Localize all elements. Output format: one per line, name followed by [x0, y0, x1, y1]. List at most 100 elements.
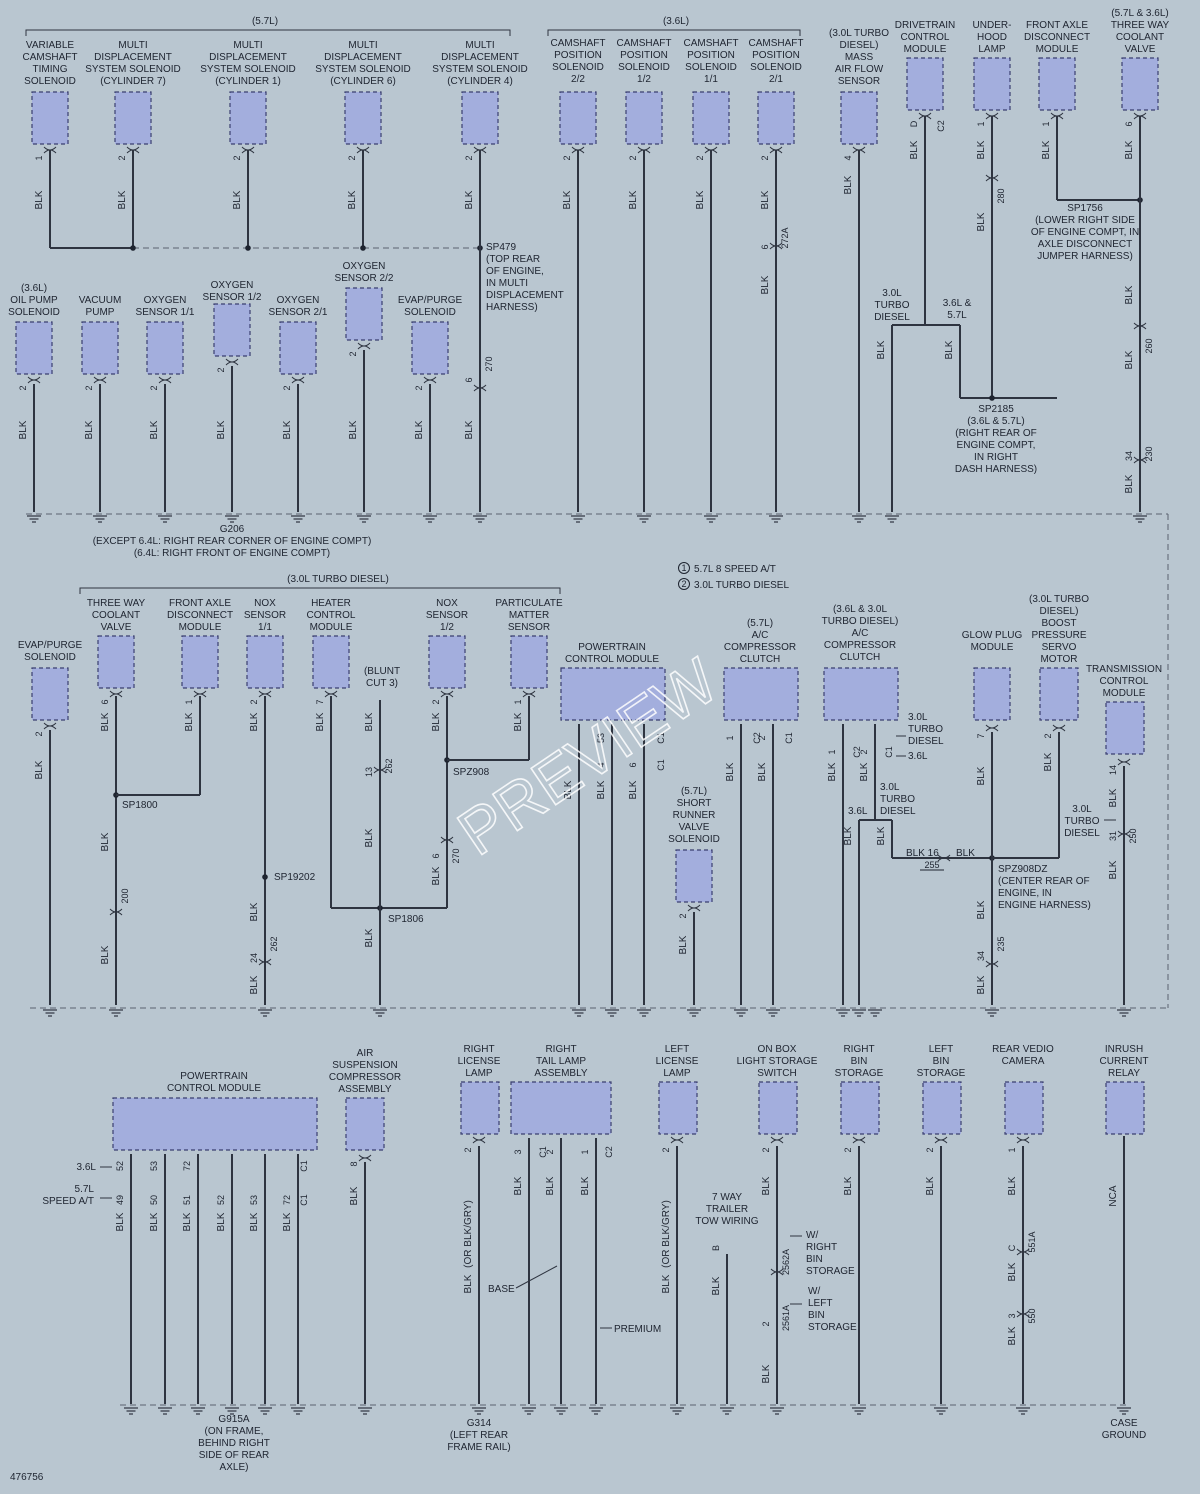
- component-box: [345, 287, 383, 341]
- component-label: ON BOX: [758, 1044, 797, 1055]
- note-label: PREMIUM: [614, 1324, 661, 1335]
- wire-color-label: BLK: [695, 190, 706, 209]
- component-box: [1038, 57, 1076, 111]
- component-box: [559, 91, 597, 145]
- component-label: CONTROL MODULE: [565, 654, 659, 665]
- component-label: SYSTEM SOLENOID: [200, 64, 296, 75]
- connector-icon: [770, 1271, 784, 1276]
- pin-label: 2: [282, 385, 292, 390]
- wire-color-label: BLK: [580, 1176, 591, 1195]
- pin-label: 2: [760, 155, 770, 160]
- connector-icon: [770, 1139, 784, 1144]
- component-box: [344, 91, 382, 145]
- variant-label: TURBO: [1065, 816, 1100, 827]
- component-box: [312, 635, 350, 689]
- component-box: [461, 91, 499, 145]
- component-box: [1039, 667, 1079, 721]
- component-box: [279, 321, 317, 375]
- component-label: MULTI: [465, 40, 494, 51]
- wire-color-label: BLK: [216, 1212, 227, 1231]
- pin-label: 50: [149, 1195, 159, 1205]
- pin-label: 1: [827, 749, 837, 754]
- legend-marker: [678, 578, 690, 590]
- wire-color-label: BLK: [725, 762, 736, 781]
- component-label: FRONT AXLE: [169, 598, 231, 609]
- wire-color-label: BLK: [563, 780, 574, 799]
- pin-label: C1: [656, 732, 666, 744]
- pin-label: 7: [976, 733, 986, 738]
- component-label: SOLENOID: [668, 834, 720, 845]
- splice-label: SP1756: [1067, 203, 1103, 214]
- wire-color-label: BLK: [249, 975, 260, 994]
- component-label: OXYGEN: [144, 295, 187, 306]
- component-label: DRIVETRAIN: [895, 20, 956, 31]
- wire-color-label: BLK: [513, 1176, 524, 1195]
- component-box: [823, 667, 899, 721]
- wire-color-label: BLK: [1007, 1262, 1018, 1281]
- component-label: UNDER-: [973, 20, 1012, 31]
- wire-color-label: BLK: [182, 1212, 193, 1231]
- wire-color-label: BLK: [1108, 860, 1119, 879]
- component-label: (CYLINDER 7): [100, 76, 166, 87]
- connector-icon: [1117, 833, 1131, 838]
- connector-icon: [27, 379, 41, 384]
- component-label: DIESEL): [840, 40, 879, 51]
- component-label: SOLENOID: [24, 652, 76, 663]
- splice-dot: [130, 245, 136, 251]
- wire-color-label: BLK: [232, 190, 243, 209]
- connector-number: 262: [384, 758, 394, 773]
- wire-color-label: BLK: [100, 712, 111, 731]
- connector-number: 551A: [1027, 1231, 1037, 1252]
- wire-color-label: BLK: [876, 826, 887, 845]
- pin-label: 2: [232, 155, 242, 160]
- note-label: CUT 3): [366, 678, 398, 689]
- connector-icon: [357, 345, 371, 350]
- component-label: BIN: [851, 1056, 868, 1067]
- pin-label: B: [711, 1245, 721, 1251]
- component-label: SHORT: [677, 798, 712, 809]
- splice-label: SPZ908DZ: [998, 864, 1047, 875]
- component-label: SENSOR 1/1: [136, 307, 195, 318]
- ground-label: SIDE OF REAR: [199, 1450, 270, 1461]
- note-label: W/: [808, 1286, 820, 1297]
- pin-label: 34: [976, 951, 986, 961]
- connector-number: 2562A: [781, 1249, 791, 1275]
- component-box: [114, 91, 152, 145]
- connector-icon: [473, 387, 487, 392]
- pin-label: C1: [299, 1194, 309, 1206]
- component-box: [1105, 1081, 1145, 1135]
- splice-label: SP1806: [388, 914, 424, 925]
- connector-icon: [225, 361, 239, 366]
- pin-label: C1: [884, 746, 894, 758]
- variant-label: DIESEL: [908, 736, 944, 747]
- component-label: SUSPENSION: [332, 1060, 398, 1071]
- component-label: FRONT AXLE: [1026, 20, 1088, 31]
- component-box: [181, 635, 219, 689]
- wire-color-label: BLK: [149, 420, 160, 439]
- pcm-box: [112, 1097, 318, 1151]
- splice-dot: [262, 874, 268, 880]
- component-label: SOLENOID: [552, 62, 604, 73]
- component-label: SOLENOID: [404, 307, 456, 318]
- wire-color-label: BLK: [464, 190, 475, 209]
- wire-color-label: BLK: [1124, 350, 1135, 369]
- pin-label: C: [1007, 1244, 1017, 1251]
- wire-color-label: BLK: [976, 975, 987, 994]
- component-label: A/C: [752, 630, 769, 641]
- component-box: [658, 1081, 698, 1135]
- pin-label: 4: [843, 155, 853, 160]
- component-label: VALVE: [679, 822, 710, 833]
- pin-label: 31: [1108, 831, 1118, 841]
- component-label: MODULE: [179, 622, 222, 633]
- component-box: [973, 57, 1011, 111]
- wire-color-label: BLK: [364, 928, 375, 947]
- variant-label: DIESEL: [1064, 828, 1100, 839]
- variant-label: 3.0L: [880, 782, 900, 793]
- pin-label: C1: [299, 1160, 309, 1172]
- pin-label: 51: [182, 1195, 192, 1205]
- connector-icon: [109, 693, 123, 698]
- connector-icon: [373, 769, 387, 774]
- wire-color-label: BLK: [843, 175, 854, 194]
- component-box: [906, 57, 944, 111]
- component-label: MODULE: [904, 44, 947, 55]
